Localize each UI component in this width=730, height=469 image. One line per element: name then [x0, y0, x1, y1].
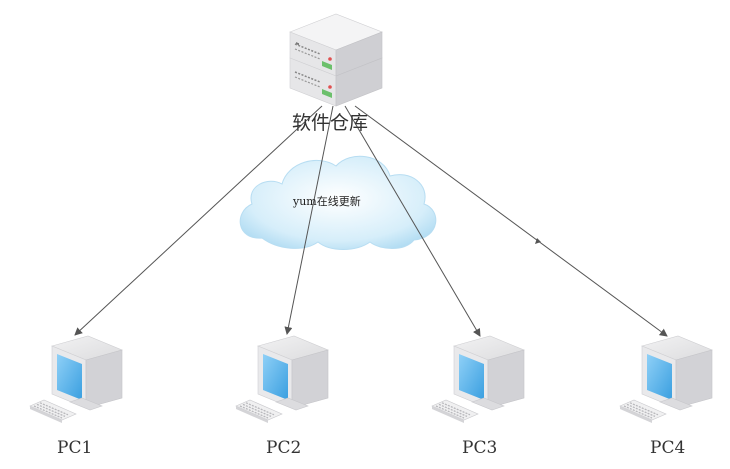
clients-group — [29, 335, 713, 423]
pc-icon — [431, 335, 525, 423]
cloud-label: yum在线更新 — [293, 195, 361, 208]
keyboard-icon — [29, 399, 77, 423]
pc3-label: PC3 — [462, 438, 498, 458]
pc2-label: PC2 — [266, 438, 302, 458]
cloud-icon — [239, 155, 437, 250]
server-icon — [289, 13, 383, 107]
edge-server-pc3 — [344, 105, 481, 337]
edge-server-pc4 — [354, 105, 668, 337]
pc-icon — [235, 335, 329, 423]
edge-midpoint-marker — [535, 238, 541, 244]
keyboard-icon — [431, 399, 479, 423]
keyboard-icon — [235, 399, 283, 423]
edge-server-pc1 — [74, 105, 323, 336]
server-label: 软件仓库 — [292, 112, 369, 134]
keyboard-icon — [619, 399, 667, 423]
pc-screen — [263, 354, 288, 400]
pc1-label: PC1 — [57, 438, 93, 458]
pc-screen — [647, 354, 672, 400]
pc-icon — [619, 335, 713, 423]
pc-icon — [29, 335, 123, 423]
pc-screen — [459, 354, 484, 400]
connections — [74, 105, 668, 337]
edge-server-pc2 — [284, 105, 334, 335]
pc4-label: PC4 — [650, 438, 686, 458]
pc-screen — [57, 354, 82, 400]
